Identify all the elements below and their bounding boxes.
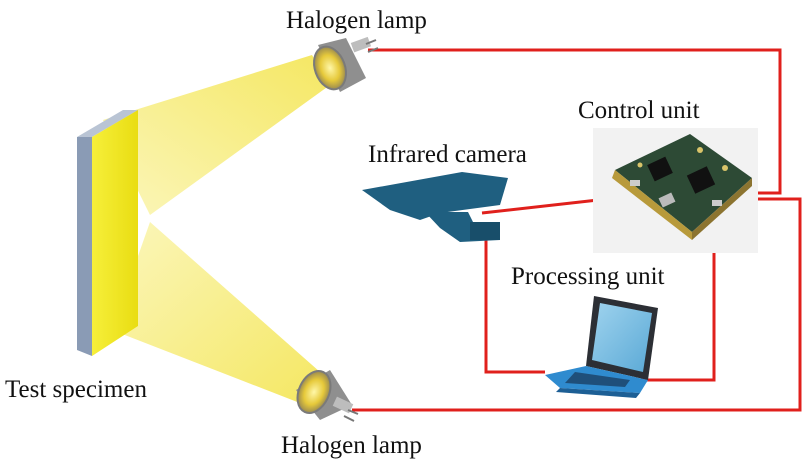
label-control-unit: Control unit bbox=[578, 97, 700, 124]
label-infrared-camera: Infrared camera bbox=[368, 141, 527, 168]
halogen-lamp-icon bbox=[296, 370, 359, 422]
label-processing-unit: Processing unit bbox=[511, 263, 665, 290]
infrared-camera-icon bbox=[362, 172, 508, 242]
label-test-specimen: Test specimen bbox=[5, 376, 147, 403]
halogen-lamp-icon bbox=[313, 36, 379, 92]
light-beam-top bbox=[103, 55, 330, 215]
circuit-board-icon bbox=[593, 128, 758, 253]
laptop-icon bbox=[545, 296, 658, 398]
test-specimen-panel bbox=[77, 110, 138, 356]
label-halogen-lamp-bottom: Halogen lamp bbox=[281, 432, 422, 459]
light-beam-bottom bbox=[112, 222, 320, 405]
label-halogen-lamp-top: Halogen lamp bbox=[286, 7, 427, 34]
